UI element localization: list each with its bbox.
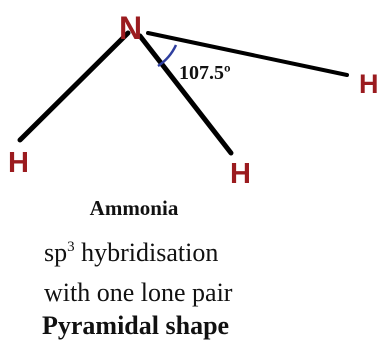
nitrogen-atom-label: N <box>119 10 142 46</box>
bond-n-h-middle <box>137 33 234 156</box>
lone-pair-text: with one lone pair <box>44 278 233 307</box>
bond-angle-label: 107.5º <box>179 62 231 84</box>
molecular-shape-text: Pyramidal shape <box>42 311 230 340</box>
bond-n-h-right <box>146 31 349 77</box>
hybridisation-superscript: 3 <box>67 239 75 255</box>
molecule-name: Ammonia <box>89 196 179 220</box>
hydrogen-left-atom-label: H <box>8 147 29 179</box>
hybridisation-text: sp3 hybridisation <box>44 238 218 268</box>
bond-angle-arc <box>157 44 178 68</box>
hybridisation-prefix: sp <box>44 238 68 267</box>
bond-n-h-left <box>17 30 131 143</box>
hydrogen-middle-atom-label: H <box>230 158 251 190</box>
hydrogen-right-atom-label: H <box>359 69 379 99</box>
hybridisation-suffix: hybridisation <box>74 238 219 267</box>
